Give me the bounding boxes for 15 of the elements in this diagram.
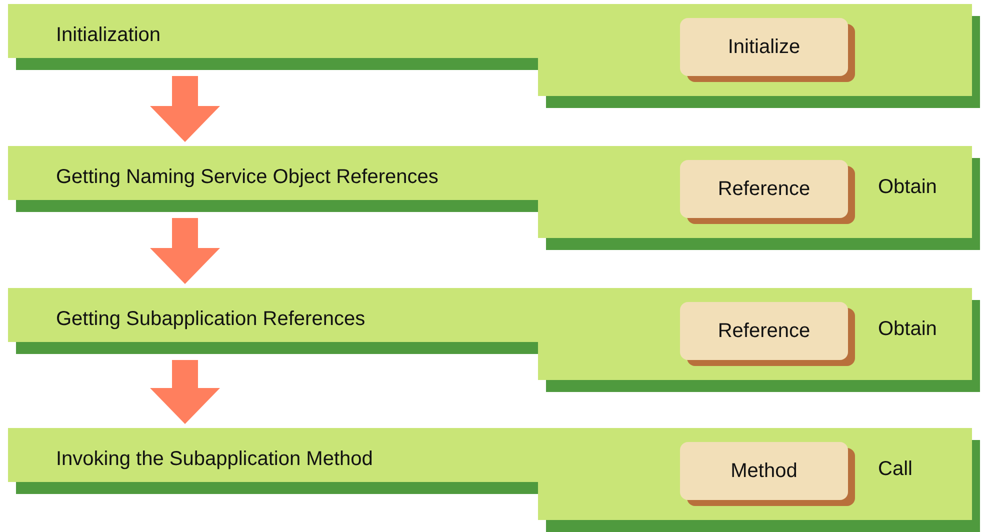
step-title: Getting Subapplication References xyxy=(56,308,366,331)
step-title: Getting Naming Service Object References xyxy=(56,166,438,189)
step-title: Invoking the Subapplication Method xyxy=(56,448,373,471)
down-arrow xyxy=(150,360,220,424)
action-box: Reference xyxy=(680,302,848,360)
action-verb: Obtain xyxy=(878,318,937,341)
action-box: Reference xyxy=(680,160,848,218)
action-box: Initialize xyxy=(680,18,848,76)
down-arrow xyxy=(150,218,220,284)
step-title: Initialization xyxy=(56,24,161,47)
action-box: Method xyxy=(680,442,848,500)
action-verb: Obtain xyxy=(878,176,937,199)
action-verb: Call xyxy=(878,458,912,481)
down-arrow xyxy=(150,76,220,142)
step-band xyxy=(6,428,982,532)
